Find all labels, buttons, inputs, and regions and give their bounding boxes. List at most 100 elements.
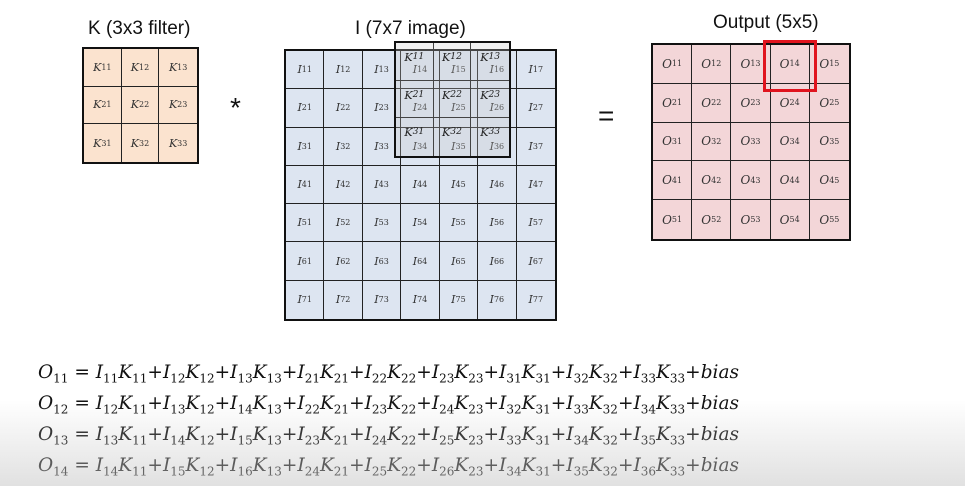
image-cell-27-index: 27 <box>532 103 544 113</box>
image-cell-54-letter: I <box>412 216 418 230</box>
output-cell-24-index: 24 <box>789 98 800 108</box>
image-cell-52-index: 52 <box>340 218 351 228</box>
output-cell-55-letter: O <box>819 212 830 227</box>
image-cell-15-letter: I <box>451 63 456 77</box>
output-cell-34-letter: O <box>779 134 790 149</box>
image-cell-13-index: 13 <box>378 65 389 75</box>
equation-12: O12 = I12K11+I13K12+I14K13+I22K21+I23K22… <box>38 393 739 417</box>
image-cell-55-letter: I <box>451 216 456 230</box>
image-cell-21-letter: I <box>297 101 302 115</box>
output-cell-51-letter: O <box>662 212 672 227</box>
output-cell-21-letter: O <box>662 95 672 110</box>
output-cell-41-index: 41 <box>671 175 683 185</box>
image-cell-47-letter: I <box>528 177 533 191</box>
equation-11: O11 = I11K11+I12K12+I13K13+I21K21+I22K22… <box>38 362 739 386</box>
image-cell-44-index: 44 <box>417 179 428 189</box>
kernel-cell-21-letter: K <box>93 98 102 112</box>
kernel-cell-33-index: 33 <box>177 138 188 148</box>
image-cell-16-index: 16 <box>493 65 505 75</box>
window-cell-33-index: 33 <box>488 126 501 138</box>
equation-13: O13 = I13K11+I14K12+I15K13+I23K21+I24K22… <box>38 424 739 448</box>
image-cell-72-letter: I <box>335 293 341 307</box>
image-cell-57-letter: I <box>528 216 533 230</box>
kernel-cell-22-index: 22 <box>139 100 150 110</box>
output-cell-15-letter: O <box>819 56 830 71</box>
image-cell-46-index: 46 <box>493 179 505 189</box>
image-cell-33-index: 33 <box>378 141 389 151</box>
output-cell-42-index: 42 <box>711 175 722 185</box>
kernel-cell-11-index: 11 <box>101 62 112 72</box>
window-cell-22-letter: K <box>442 88 451 102</box>
image-cell-74-letter: I <box>412 293 418 307</box>
image-cell-75-index: 75 <box>455 295 466 305</box>
image-cell-17-letter: I <box>528 63 533 77</box>
image-cell-64-letter: I <box>412 254 418 268</box>
output-cell-51-index: 51 <box>671 215 683 225</box>
output-cell-41-letter: O <box>662 173 672 188</box>
image-cell-62-index: 62 <box>340 256 351 266</box>
image-cell-52-letter: I <box>335 216 341 230</box>
window-cell-23-index: 23 <box>488 88 501 100</box>
output-cell-13-index: 13 <box>750 59 761 69</box>
output-cell-53-index: 53 <box>750 215 761 225</box>
image-cell-63-index: 63 <box>378 256 389 266</box>
image-cell-16-letter: I <box>489 63 494 77</box>
kernel-cell-31-index: 31 <box>101 138 112 148</box>
image-cell-25-letter: I <box>451 101 456 115</box>
image-cell-36-index: 36 <box>493 141 505 151</box>
output-cell-21-index: 21 <box>671 98 683 108</box>
image-cell-72-index: 72 <box>340 295 351 305</box>
image-cell-42-index: 42 <box>340 179 351 189</box>
image-cell-75-letter: I <box>451 293 456 307</box>
image-cell-33-letter: I <box>374 139 379 153</box>
kernel-cell-33-letter: K <box>168 136 178 150</box>
image-cell-32-letter: I <box>335 139 341 153</box>
image-cell-41-letter: I <box>297 177 302 191</box>
output-cell-45-index: 45 <box>829 175 840 185</box>
output-cell-14-letter: O <box>779 56 790 71</box>
output-cell-44-index: 44 <box>789 175 800 185</box>
output-cell-31-letter: O <box>662 134 672 149</box>
image-cell-41-index: 41 <box>301 179 312 189</box>
output-cell-14-index: 14 <box>789 59 800 69</box>
output-cell-44-letter: O <box>779 173 790 188</box>
output-cell-33-index: 33 <box>750 136 761 146</box>
image-cell-73-letter: I <box>374 293 379 307</box>
image-cell-63-letter: I <box>374 254 379 268</box>
image-cell-77-index: 77 <box>532 295 544 305</box>
equations-block: O11 = I11K11+I12K12+I13K13+I21K21+I22K22… <box>38 357 938 481</box>
